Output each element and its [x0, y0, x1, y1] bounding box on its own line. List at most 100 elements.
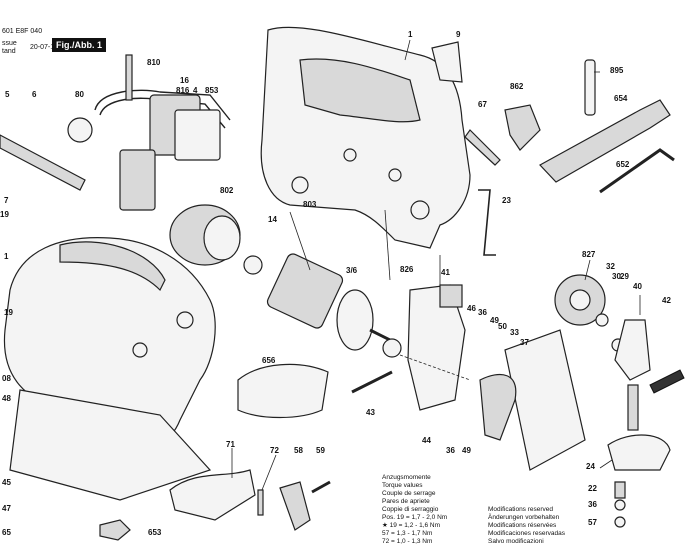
label-part-49-a: 49	[490, 316, 499, 325]
part-803-armature	[266, 253, 402, 358]
star-icon: ★	[382, 522, 388, 529]
part-895-tube	[584, 59, 596, 116]
label-part-16: 16	[180, 76, 189, 85]
part-32-washer	[595, 313, 609, 327]
label-part-19-left: 19	[0, 210, 9, 219]
part-40-plunger-holder	[614, 319, 651, 381]
label-part-853: 853	[205, 86, 219, 95]
label-part-50: 50	[498, 322, 507, 331]
label-part-65: 65	[2, 528, 11, 537]
issue-label-1: ssue	[2, 40, 17, 47]
part-23-spring	[478, 189, 496, 256]
part-37-plate	[504, 329, 586, 471]
label-part-826: 826	[400, 265, 414, 274]
plunger-rod	[627, 384, 639, 431]
label-part-36-a: 36	[478, 308, 487, 317]
label-part-42: 42	[662, 296, 671, 305]
part-59-pin	[311, 480, 331, 494]
label-part-14: 14	[268, 215, 277, 224]
base-plate	[9, 389, 212, 501]
label-part-816: 816	[176, 86, 190, 95]
label-part-67: 67	[478, 100, 487, 109]
label-part-41: 41	[441, 268, 450, 277]
label-part-45: 45	[2, 478, 11, 487]
torque-row-4: 72 = 1,0 - 1,3 Nm	[382, 538, 433, 545]
label-part-862: 862	[510, 82, 524, 91]
part-9-cover	[431, 41, 463, 83]
label-part-33: 33	[510, 328, 519, 337]
label-part-49-b: 49	[462, 446, 471, 455]
label-part-71: 71	[226, 440, 235, 449]
torque-heading-it: Coppie di serraggio	[382, 506, 439, 513]
label-part-653: 653	[148, 528, 162, 537]
housing-half-left	[3, 237, 216, 446]
label-part-43: 43	[366, 408, 375, 417]
label-part-57: 57	[588, 518, 597, 527]
label-part-23: 23	[502, 196, 511, 205]
label-part-58: 58	[294, 446, 303, 455]
label-part-47: 47	[2, 504, 11, 513]
torque-row-1: Pos. 19 = 1,7 - 2,0 Nm	[382, 514, 448, 521]
part-802-stator	[169, 204, 241, 266]
label-part-32: 32	[606, 262, 615, 271]
figure-tag: Fig./Abb. 1	[52, 38, 106, 52]
part-72-screw	[257, 489, 264, 516]
label-part-803: 803	[303, 200, 317, 209]
label-part-895: 895	[610, 66, 624, 75]
label-part-24: 24	[586, 462, 595, 471]
leader-lines	[231, 39, 641, 491]
part-58-bracket	[279, 481, 311, 531]
part-653-wing-nut	[99, 519, 131, 541]
modification-it: Salvo modificazioni	[488, 538, 544, 545]
label-part-46: 46	[467, 304, 476, 313]
torque-heading-en: Torque values	[382, 482, 423, 489]
label-part-827: 827	[582, 250, 596, 259]
part-80-knob	[67, 117, 93, 143]
torque-heading-de: Anzugsmomente	[382, 474, 431, 481]
label-part-9: 9	[456, 30, 461, 39]
label-part-37: 37	[520, 338, 529, 347]
label-part-19-mid: 19	[4, 308, 13, 317]
part-22-spring	[614, 481, 626, 499]
label-part-80: 80	[75, 90, 84, 99]
doc-number: 601 E8F 040	[2, 28, 43, 35]
label-part-5: 5	[5, 90, 10, 99]
label-part-30: 30	[612, 272, 621, 281]
label-part-3-6: 3/6	[346, 266, 358, 275]
modification-de: Änderungen vorbehalten	[488, 514, 560, 521]
housing-half-top	[260, 26, 471, 249]
label-part-652: 652	[616, 160, 630, 169]
label-part-36-c: 36	[588, 500, 597, 509]
part-41-slide	[439, 284, 463, 308]
part-654-nozzle	[539, 99, 671, 183]
issue-label-2: tand	[2, 48, 16, 55]
label-part-08: 08	[2, 374, 11, 383]
part-652-hex-key	[599, 148, 675, 194]
torque-note: Anzugsmomente Torque values Couple de se…	[382, 474, 482, 558]
modification-es: Modificaciones reservadas	[488, 530, 565, 537]
label-part-36-b: 36	[446, 446, 455, 455]
part-43-rod	[351, 370, 393, 394]
label-part-4: 4	[193, 86, 198, 95]
part-14-bearing	[243, 255, 263, 275]
issue-date: 20-07-14	[30, 44, 59, 51]
label-part-44: 44	[422, 436, 431, 445]
part-57-screw	[614, 516, 626, 528]
part-656-guard	[237, 363, 329, 419]
part-24-cap	[607, 434, 671, 471]
label-part-7: 7	[4, 196, 9, 205]
label-part-654: 654	[614, 94, 628, 103]
label-part-72: 72	[270, 446, 279, 455]
label-part-29: 29	[620, 272, 629, 281]
part-71-lever	[169, 469, 256, 521]
torque-heading-es: Pares de apriete	[382, 498, 430, 505]
torque-row-3: 57 = 1,3 - 1,7 Nm	[382, 530, 433, 537]
label-part-59: 59	[316, 446, 325, 455]
part-42-blade-clamp	[649, 369, 685, 394]
label-part-48: 48	[2, 394, 11, 403]
torque-row-2-wrap: ★ 19 = 1,2 - 1,6 Nm	[382, 522, 482, 530]
modification-en: Modifications reserved	[488, 506, 554, 513]
part-33-lever	[479, 373, 517, 441]
